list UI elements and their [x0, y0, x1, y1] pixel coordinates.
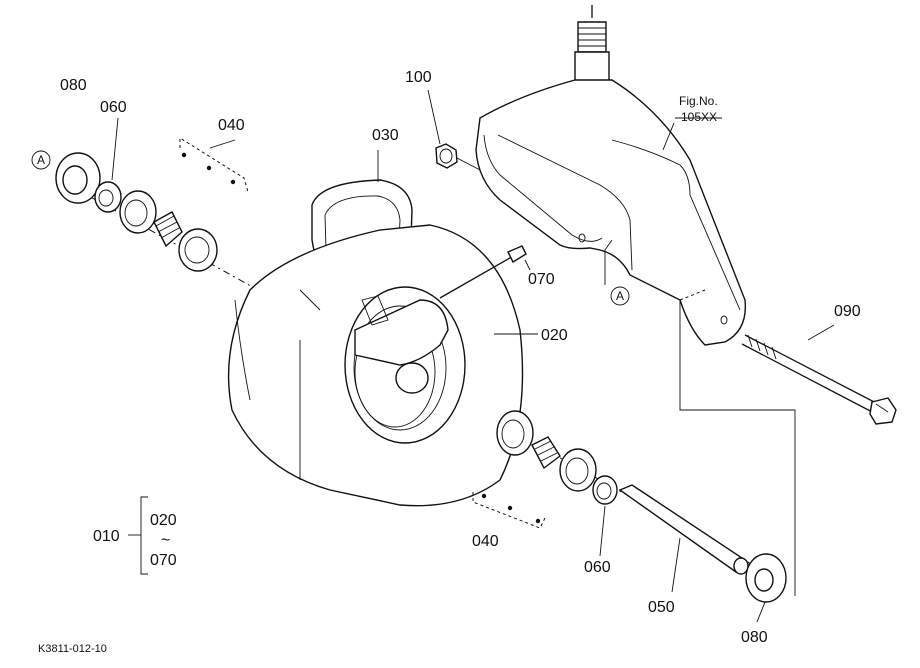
- callout-a-right-text: A: [616, 289, 624, 303]
- swivel-bracket: [475, 5, 747, 346]
- cap-080-right: [745, 553, 787, 603]
- label-050: 050: [648, 599, 675, 616]
- label-assembly-main: 010: [93, 528, 120, 545]
- cap-080-left: [55, 152, 101, 204]
- reference-number: 105XX: [681, 110, 717, 124]
- spacer-060-left: [94, 181, 122, 213]
- label-070: 070: [528, 271, 555, 288]
- callout-a-left-text: A: [37, 153, 45, 167]
- race-040-right-a: [496, 410, 534, 456]
- race-040-left-b: [178, 228, 218, 272]
- label-030: 030: [372, 127, 399, 144]
- bearing-040-right: [531, 436, 561, 470]
- callout-a-left: A: [31, 150, 51, 170]
- race-040-right-b: [559, 448, 597, 492]
- rim-020: [344, 286, 466, 444]
- figure-code: K3811-012-10: [38, 643, 107, 655]
- label-080-bottom: 080: [741, 629, 768, 646]
- leader-dashed: [679, 289, 706, 301]
- leader-dots: [181, 152, 541, 524]
- label-040-bottom: 040: [472, 533, 499, 550]
- label-100: 100: [405, 69, 432, 86]
- valve-070: [439, 245, 527, 299]
- bolt-090: [741, 334, 897, 425]
- leaders: [111, 89, 835, 623]
- label-080-top: 080: [60, 77, 87, 94]
- axle-050: [618, 484, 749, 575]
- spacer-060-right: [592, 475, 618, 505]
- callout-a-right: A: [610, 286, 630, 306]
- label-090: 090: [834, 303, 861, 320]
- label-assembly-to: 070: [150, 552, 177, 569]
- label-060-bottom: 060: [584, 559, 611, 576]
- nut-100: [435, 143, 481, 171]
- assembly-bracket: [128, 496, 148, 575]
- leader-bracket-axle: [679, 300, 796, 596]
- race-040-left-a: [119, 190, 157, 234]
- bearing-040-left: [153, 211, 183, 248]
- label-assembly-tilde: ~: [161, 532, 170, 549]
- label-060-top: 060: [100, 99, 127, 116]
- label-020: 020: [541, 327, 568, 344]
- label-040-top: 040: [218, 117, 245, 134]
- label-assembly-from: 020: [150, 512, 177, 529]
- reference-prefix: Fig.No.: [679, 94, 718, 108]
